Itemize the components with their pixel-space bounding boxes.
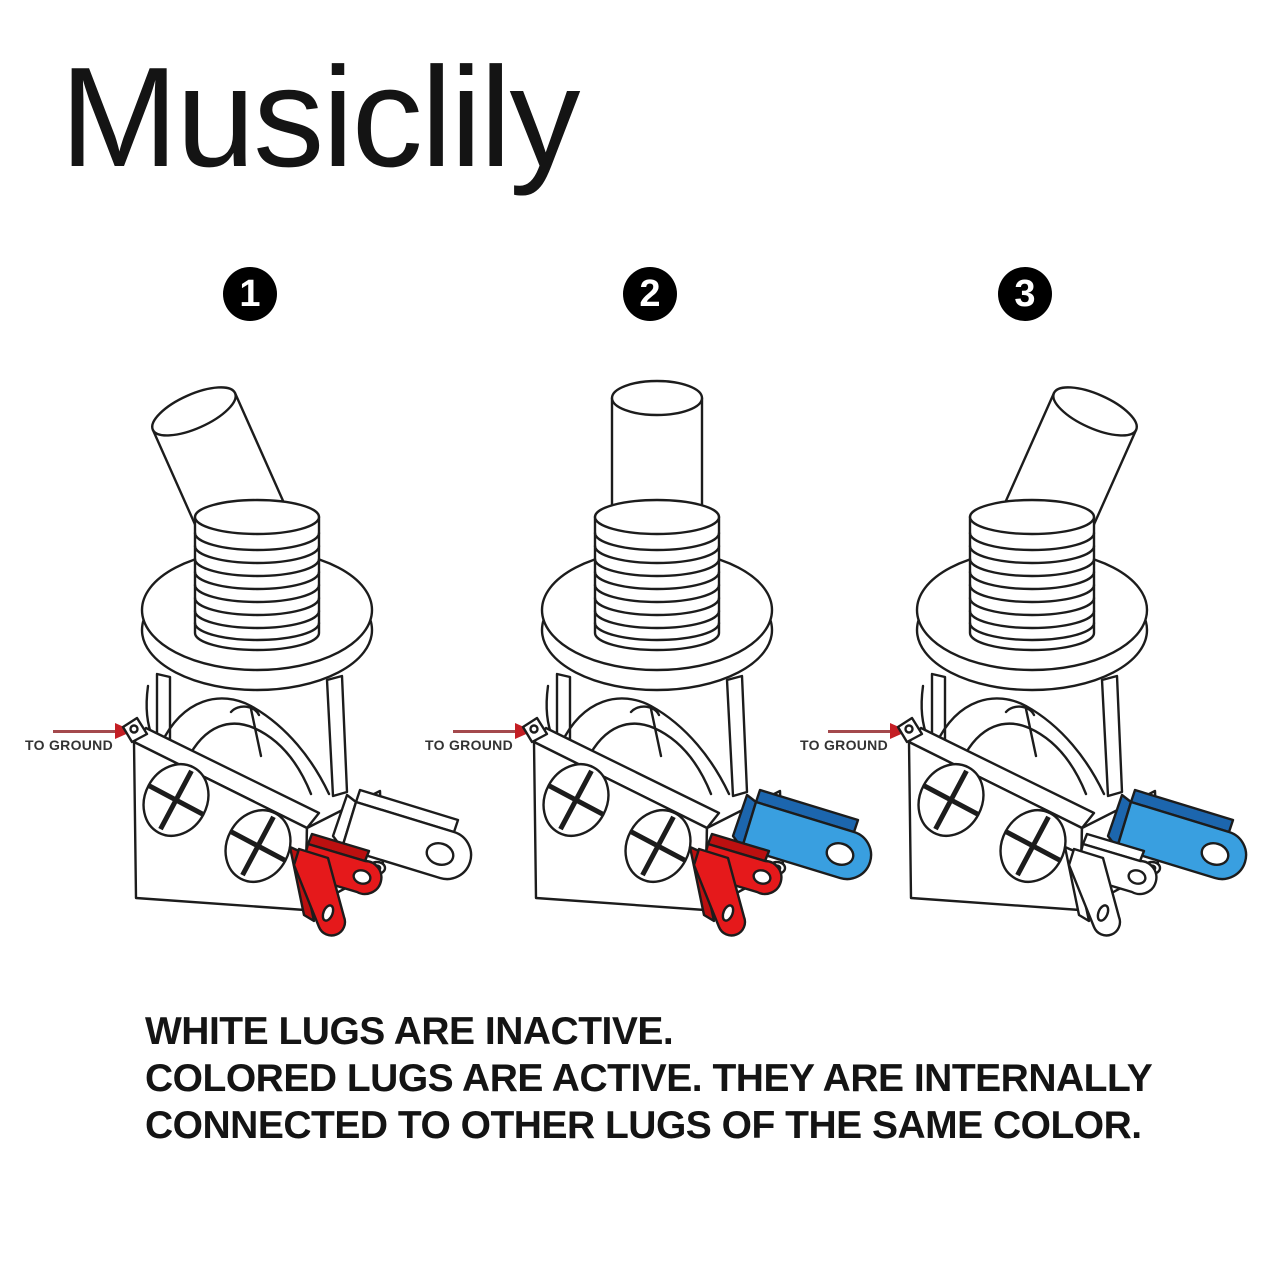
- figure-number-badge: 1: [223, 267, 277, 321]
- switch-figure: 1 TO GROUND: [25, 240, 515, 1000]
- middle-lug-hole: [352, 869, 372, 885]
- toggle-switch-illustration: [521, 379, 873, 937]
- screw-terminal: [142, 763, 210, 837]
- middle-lug-hole: [752, 869, 772, 885]
- caption-text: WHITE LUGS ARE INACTIVE. COLORED LUGS AR…: [145, 1008, 1153, 1149]
- caption-line-1: WHITE LUGS ARE INACTIVE.: [145, 1010, 674, 1053]
- switch-figure: 2 TO GROUND: [425, 240, 915, 1000]
- switch-lugs: [1063, 788, 1248, 937]
- hanging-lug-slot: [321, 904, 335, 922]
- screw-terminal: [999, 809, 1067, 883]
- toggle-switch-illustration: [121, 386, 473, 937]
- threaded-bushing: [968, 498, 1096, 652]
- switch-frame: [145, 672, 349, 798]
- ground-lug-hole: [904, 724, 914, 734]
- ground-arrow-line: [828, 730, 892, 733]
- ground-arrow-line: [453, 730, 517, 733]
- screw-terminal: [917, 763, 985, 837]
- hanging-lug-slot: [721, 904, 735, 922]
- switch-frame: [545, 672, 749, 798]
- middle-lug-hole: [1127, 869, 1147, 885]
- ground-lug-hole: [529, 724, 539, 734]
- caption-line-3: CONNECTED TO OTHER LUGS OF THE SAME COLO…: [145, 1104, 1142, 1147]
- long-lug-hole: [825, 842, 855, 866]
- switch-frame: [920, 672, 1124, 798]
- long-lug-hole: [1200, 842, 1230, 866]
- switch-figure: 3 TO GROUND: [800, 240, 1280, 1000]
- long-lug-hole: [425, 842, 455, 866]
- switch-lugs: [688, 788, 873, 937]
- ground-lug-hole: [129, 724, 139, 734]
- ground-arrow-line: [53, 730, 117, 733]
- figure-number-badge: 2: [623, 267, 677, 321]
- caption-line-2: COLORED LUGS ARE ACTIVE. THEY ARE INTERN…: [145, 1057, 1153, 1100]
- toggle-switch-illustration: [896, 386, 1248, 937]
- threaded-bushing: [593, 498, 721, 652]
- screw-terminal: [624, 809, 692, 883]
- threaded-bushing: [193, 498, 321, 652]
- switch-lugs: [288, 788, 473, 937]
- figure-number-badge: 3: [998, 267, 1052, 321]
- screw-terminal: [542, 763, 610, 837]
- hanging-lug-slot: [1096, 904, 1110, 922]
- ground-label: TO GROUND: [25, 737, 113, 753]
- screw-terminal: [224, 809, 292, 883]
- ground-label: TO GROUND: [425, 737, 513, 753]
- brand-logo-text: Musiclily: [60, 38, 580, 197]
- ground-label: TO GROUND: [800, 737, 888, 753]
